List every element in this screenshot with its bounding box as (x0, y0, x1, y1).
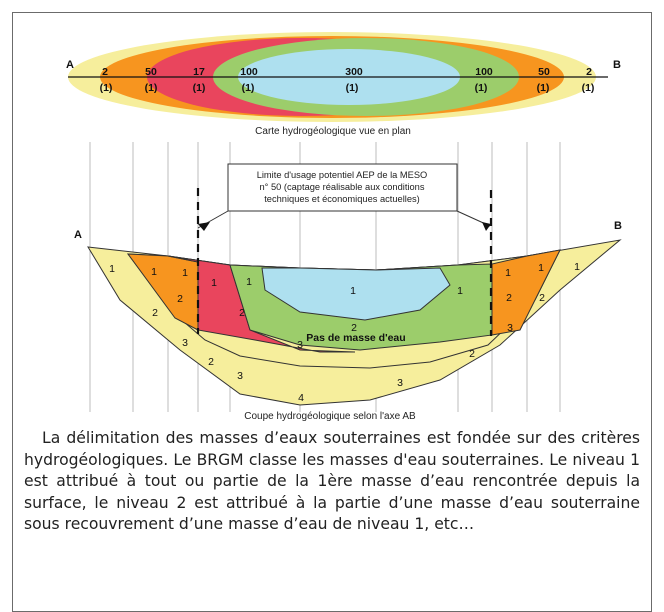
plan-value: 2 (586, 66, 592, 78)
level-label: 3 (237, 370, 243, 382)
body-paragraph: La délimitation des masses d’eaux souter… (24, 428, 640, 536)
callout-line: n° 50 (captage réalisable aux conditions (260, 182, 425, 192)
level-label: 2 (351, 322, 357, 334)
section-label-b: B (614, 220, 622, 232)
level-label: 2 (152, 307, 158, 319)
level-label: 1 (151, 266, 157, 278)
callout-line: techniques et économiques actuelles) (264, 194, 420, 204)
plan-value: 50 (145, 66, 157, 78)
plan-level: (1) (475, 82, 488, 94)
callout-line: Limite d'usage potentiel AEP de la MESO (257, 170, 428, 180)
plan-value: 100 (475, 66, 493, 78)
limit-arrow-left (198, 222, 210, 231)
plan-level: (1) (193, 82, 206, 94)
section-zone-orange-right (491, 249, 561, 336)
plan-level: (1) (100, 82, 113, 94)
level-label: 1 (109, 263, 115, 275)
level-label: 4 (298, 392, 304, 404)
level-label: 1 (211, 277, 217, 289)
level-label: 1 (246, 276, 252, 288)
level-label: 2 (177, 293, 183, 305)
level-label: 3 (297, 339, 303, 351)
plan-value: 100 (240, 66, 258, 78)
level-label: 1 (505, 267, 511, 279)
level-label: 2 (539, 292, 545, 304)
level-label: 2 (208, 356, 214, 368)
body-text: La délimitation des masses d’eaux souter… (24, 429, 640, 534)
plan-value: 2 (102, 66, 108, 78)
section-zone-blue (261, 267, 451, 321)
level-label: 3 (507, 322, 513, 334)
no-water-label: Pas de masse d'eau (306, 332, 405, 344)
level-label: 1 (538, 262, 544, 274)
limit-arrow-right (482, 222, 491, 231)
level-label: 3 (397, 377, 403, 389)
plan-label-b: B (613, 59, 621, 71)
section-label-a: A (74, 229, 82, 241)
plan-view (68, 32, 608, 122)
plan-value: 17 (193, 66, 205, 78)
level-label: 2 (469, 348, 475, 360)
plan-level: (1) (582, 82, 595, 94)
level-label: 1 (574, 261, 580, 273)
level-label: 1 (182, 267, 188, 279)
plan-caption: Carte hydrogéologique vue en plan (255, 126, 411, 137)
hydrogeology-figure: A B 2 50 17 100 300 100 50 2 (1) (1) (1)… (66, 32, 622, 422)
plan-level: (1) (346, 82, 359, 94)
level-label: 1 (457, 285, 463, 297)
callout: Limite d'usage potentiel AEP de la MESO … (197, 163, 491, 229)
plan-level: (1) (145, 82, 158, 94)
callout-box (227, 163, 458, 212)
plan-label-a: A (66, 59, 74, 71)
section-caption: Coupe hydrogéologique selon l'axe AB (244, 411, 416, 422)
usage-limits (196, 188, 493, 336)
plan-level: (1) (537, 82, 550, 94)
level-label: 2 (239, 307, 245, 319)
level-label: 3 (182, 337, 188, 349)
level-label: 2 (506, 292, 512, 304)
plan-value: 50 (538, 66, 550, 78)
plan-level: (1) (242, 82, 255, 94)
plan-value: 300 (345, 66, 363, 78)
level-label: 1 (350, 285, 356, 297)
section-view (87, 239, 622, 406)
